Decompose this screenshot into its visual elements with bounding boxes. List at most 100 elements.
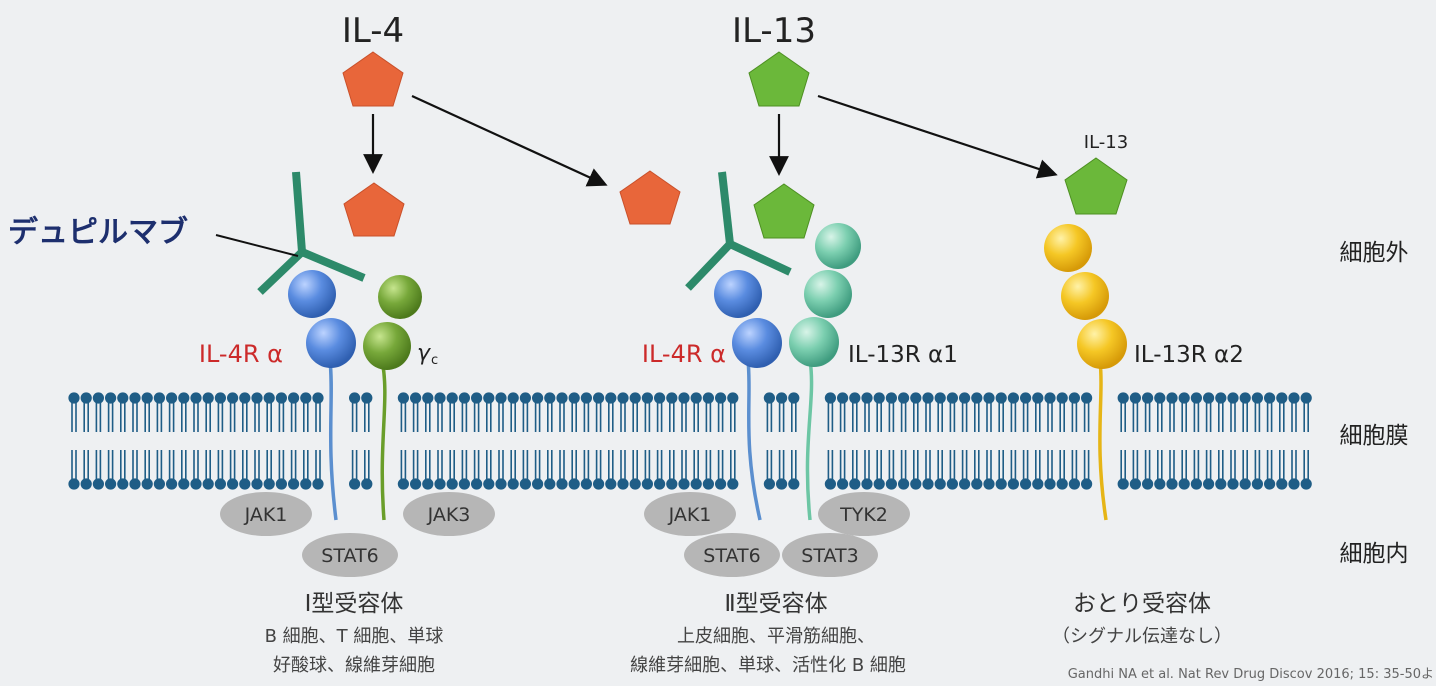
lipid-tail bbox=[205, 398, 211, 484]
jak3-label: JAK3 bbox=[427, 504, 471, 526]
il13ra2-domain-3 bbox=[1077, 319, 1127, 369]
lipid-tail bbox=[120, 398, 126, 484]
lipid-tail bbox=[1218, 398, 1224, 484]
lipid-head bbox=[971, 478, 983, 490]
lipid-tail bbox=[1010, 398, 1017, 484]
il4ra-tail-type1 bbox=[328, 359, 338, 521]
lipid-tail bbox=[1254, 398, 1261, 484]
gammac-tail bbox=[380, 359, 387, 521]
lipid-head bbox=[873, 478, 885, 490]
lipid-head bbox=[910, 478, 922, 490]
il13ra2-domain-2 bbox=[1061, 272, 1109, 320]
lipid-head bbox=[837, 478, 849, 490]
decoy-receptor-title: おとり受容体 bbox=[1073, 591, 1211, 617]
lipid-head bbox=[519, 478, 532, 490]
gammac-label: γ bbox=[417, 341, 431, 366]
stat6-label-type1: STAT6 bbox=[321, 545, 378, 567]
lipid-tail bbox=[998, 398, 1004, 484]
lipid-head bbox=[1276, 392, 1288, 404]
lipid-tail bbox=[864, 398, 870, 484]
lipid-tail bbox=[974, 398, 980, 484]
lipid-head bbox=[507, 478, 519, 490]
lipid-head bbox=[727, 478, 739, 490]
lipid-tail bbox=[1144, 398, 1151, 484]
lipid-head bbox=[446, 392, 458, 404]
tyk2-badge bbox=[818, 492, 910, 536]
lipid-head bbox=[1007, 392, 1020, 404]
lipid-head bbox=[227, 392, 239, 404]
lipid-head bbox=[153, 478, 165, 490]
lipid-tail bbox=[1059, 398, 1065, 484]
lipid-tail bbox=[168, 398, 175, 484]
lipid-head bbox=[1142, 392, 1154, 404]
lipid-tail bbox=[547, 398, 553, 484]
lipid-head bbox=[1300, 392, 1312, 404]
lipid-tail bbox=[412, 398, 419, 484]
lipid-head bbox=[1056, 392, 1068, 404]
lipid-head bbox=[1142, 478, 1154, 490]
stat6-badge-type2 bbox=[684, 533, 780, 577]
lipid-head bbox=[1215, 392, 1227, 404]
lipid-tail bbox=[278, 398, 285, 484]
lipid-tail bbox=[791, 398, 797, 484]
cell-membrane bbox=[68, 392, 1312, 490]
lipid-tail bbox=[71, 398, 77, 484]
lipid-head bbox=[117, 392, 129, 404]
lipid-head bbox=[471, 478, 483, 490]
jak1-label-type2: JAK1 bbox=[668, 504, 712, 526]
lipid-head bbox=[580, 392, 593, 404]
lipid-tail bbox=[583, 398, 590, 484]
lipid-tail bbox=[913, 398, 919, 484]
lipid-head bbox=[141, 478, 153, 490]
lipid-head bbox=[922, 392, 934, 404]
type1-receptor-title: Ⅰ型受容体 bbox=[305, 591, 404, 617]
lipid-tail bbox=[1303, 398, 1309, 484]
lipid-tail bbox=[181, 398, 187, 484]
lipid-head bbox=[410, 478, 422, 490]
lipid-head bbox=[1203, 392, 1215, 404]
lipid-head bbox=[105, 478, 117, 490]
il4ra-domain-2-type2 bbox=[732, 318, 782, 368]
lipid-head bbox=[312, 392, 324, 404]
lipid-head bbox=[1203, 478, 1215, 490]
lipid-head bbox=[458, 392, 470, 404]
lipid-head bbox=[532, 478, 544, 490]
lipid-head bbox=[702, 478, 715, 490]
lipid-head bbox=[715, 392, 727, 404]
il13-pentagon-type2 bbox=[753, 183, 815, 239]
lipid-head bbox=[1129, 478, 1141, 490]
lipid-tail bbox=[461, 398, 468, 484]
lipid-tail bbox=[669, 398, 675, 484]
lipid-tail bbox=[1205, 398, 1212, 484]
lipid-tail bbox=[473, 398, 480, 484]
jak1-badge-type1 bbox=[220, 492, 312, 536]
lipid-head bbox=[690, 478, 702, 490]
il13ra2-tail bbox=[1098, 359, 1108, 521]
lipid-head bbox=[763, 478, 776, 490]
lipid-head bbox=[824, 392, 837, 404]
lipid-head bbox=[178, 392, 190, 404]
lipid-head bbox=[1020, 478, 1032, 490]
lipid-head bbox=[166, 478, 178, 490]
lipid-head bbox=[995, 478, 1007, 490]
lipid-head bbox=[397, 478, 409, 490]
lipid-tail bbox=[1181, 398, 1187, 484]
lipid-head bbox=[129, 392, 141, 404]
lipid-head bbox=[666, 392, 678, 404]
lipid-tail bbox=[1157, 398, 1163, 484]
lipid-head bbox=[300, 478, 312, 490]
lipid-head bbox=[349, 392, 361, 404]
lipid-tail bbox=[961, 398, 968, 484]
lipid-tail bbox=[1291, 398, 1297, 484]
lipid-head bbox=[1044, 478, 1056, 490]
dupilumab-pointer bbox=[215, 234, 299, 257]
lipid-head bbox=[1081, 392, 1093, 404]
lipid-tail bbox=[705, 398, 712, 484]
lipid-head bbox=[361, 392, 373, 404]
lipid-head bbox=[80, 478, 92, 490]
lipid-head bbox=[580, 478, 593, 490]
lipid-head bbox=[239, 392, 251, 404]
lipid-head bbox=[251, 392, 263, 404]
il4ra-domain-1-type1 bbox=[288, 270, 336, 318]
type2-receptor-title: Ⅱ型受容体 bbox=[724, 591, 827, 617]
